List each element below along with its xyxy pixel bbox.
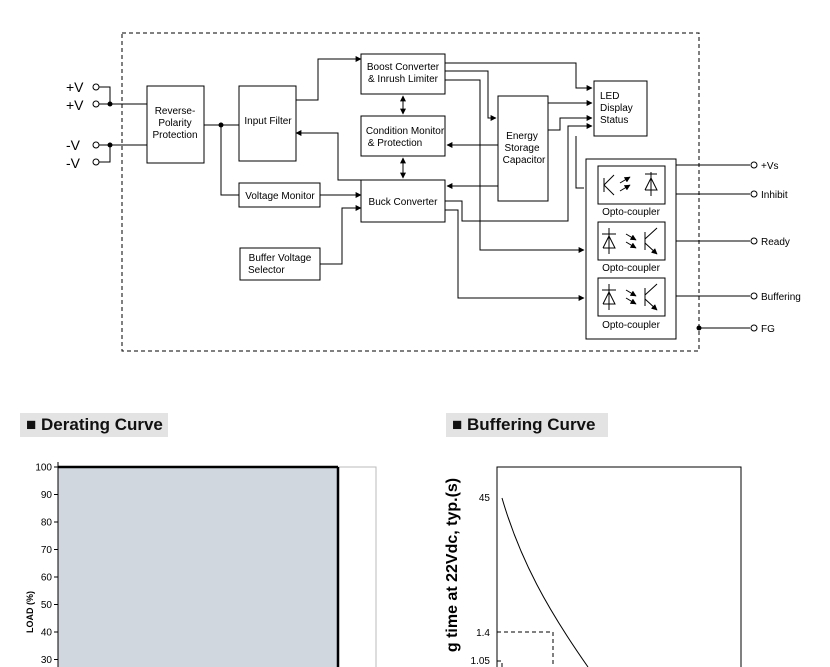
svg-text:Voltage Monitor: Voltage Monitor [245,191,315,202]
terminal-icon [92,100,100,108]
svg-text:& Inrush Limiter: & Inrush Limiter [368,74,439,85]
svg-text:& Protection: & Protection [368,138,422,149]
svg-text:Condition Monitor: Condition Monitor [366,126,445,137]
signal-lines [204,56,593,301]
terminal-icon [750,292,758,300]
junction-dot [107,142,113,148]
buffering-chart: 45 1.4 1.05 g time at 22Vdc, typ.(s) [444,466,742,667]
output-pin-label: Ready [761,237,790,248]
buffering-guide-1 [497,631,554,667]
buffering-ylabel: g time at 22Vdc, typ.(s) [444,478,461,652]
opto-coupler-label: Opto-coupler [602,320,660,331]
derating-y-tick: 30 [41,655,53,666]
reverse-polarity-block: Reverse- Polarity Protection [146,85,205,164]
output-pin-label: FG [761,324,775,335]
opto-coupler-label: Opto-coupler [602,263,660,274]
opto-coupler-label: Opto-coupler [602,207,660,218]
terminal-icon [750,190,758,198]
opto-coupler-icon [602,283,658,311]
buffer-voltage-selector-block: Buffer Voltage Selector [239,247,321,281]
svg-text:Input Filter: Input Filter [244,116,292,127]
svg-text:Energy: Energy [506,131,538,142]
input-pin-label: -V [66,137,81,153]
derating-chart: 100 90 80 70 60 50 40 30 LOAD (%) [25,462,377,667]
opto-coupler-icon [602,227,658,255]
led-display-block: LED Display Status [593,80,648,137]
buffering-curve [501,497,589,667]
terminal-icon [750,237,758,245]
derating-y-ticks: 100 90 80 70 60 50 40 30 [35,463,58,666]
svg-text:Protection: Protection [152,130,197,141]
opto-coupler-1 [597,165,666,205]
input-pin-label: +V [66,97,84,113]
opto-coupler-icon [603,172,658,196]
input-pins: +V +V -V -V [66,79,147,171]
svg-text:Buck Converter: Buck Converter [369,197,439,208]
derating-y-tick: 60 [41,573,53,584]
svg-text:Display: Display [600,103,633,114]
derating-area [58,467,338,667]
buffering-y-tick: 1.05 [471,656,491,667]
input-pin-label: +V [66,79,84,95]
derating-y-tick: 80 [41,518,53,529]
square-bullet-icon: ■ [452,415,463,434]
derating-title: Derating Curve [41,415,163,434]
svg-text:Storage: Storage [504,143,539,154]
buffering-y-tick: 45 [479,493,491,504]
terminal-icon [750,161,758,169]
junction-dot [696,325,702,331]
energy-storage-block: Energy Storage Capacitor [497,95,549,202]
buffering-section-title: ■ Buffering Curve [446,413,608,437]
svg-text:Status: Status [600,115,628,126]
terminal-icon [750,324,758,332]
buffering-y-tick: 1.4 [476,628,490,639]
terminal-icon [92,158,100,166]
derating-section-title: ■ Derating Curve [20,413,168,437]
output-pin-label: Buffering [761,292,801,303]
module-enclosure [121,32,700,352]
output-pin-label: +Vs [761,161,779,172]
input-filter-block: Input Filter [238,85,297,162]
svg-text:Selector: Selector [248,265,285,276]
boost-converter-block: Boost Converter & Inrush Limiter [360,53,446,95]
svg-text:Boost Converter: Boost Converter [367,62,440,73]
input-pin-label: -V [66,155,81,171]
derating-y-tick: 40 [41,628,53,639]
terminal-icon [92,141,100,149]
terminal-icon [92,83,100,91]
buck-converter-block: Buck Converter [360,179,446,223]
buffering-title: Buffering Curve [467,415,596,434]
derating-y-tick: 50 [41,600,53,611]
output-pins: +Vs Inhibit Ready Buffering FG [676,161,801,335]
opto-coupler-3 [597,277,666,317]
svg-text:LED: LED [600,91,619,102]
derating-y-tick: 100 [35,463,52,474]
voltage-monitor-block: Voltage Monitor [238,182,321,208]
svg-text:Polarity: Polarity [158,118,191,129]
buffering-plot-frame [496,466,742,667]
derating-y-tick: 70 [41,545,53,556]
svg-text:Reverse-: Reverse- [155,106,196,117]
derating-ylabel: LOAD (%) [25,591,35,633]
buffering-guide-2 [497,660,503,667]
condition-monitor-block: Condition Monitor & Protection [360,115,446,157]
opto-coupler-group: Opto-coupler Opto-coupler Opto-coupler [585,158,677,340]
svg-text:Buffer Voltage: Buffer Voltage [249,253,312,264]
opto-coupler-2 [597,221,666,261]
square-bullet-icon: ■ [26,415,37,434]
junction-dot [107,101,113,107]
svg-text:Capacitor: Capacitor [503,155,546,166]
derating-y-tick: 90 [41,490,53,501]
output-pin-label: Inhibit [761,190,788,201]
